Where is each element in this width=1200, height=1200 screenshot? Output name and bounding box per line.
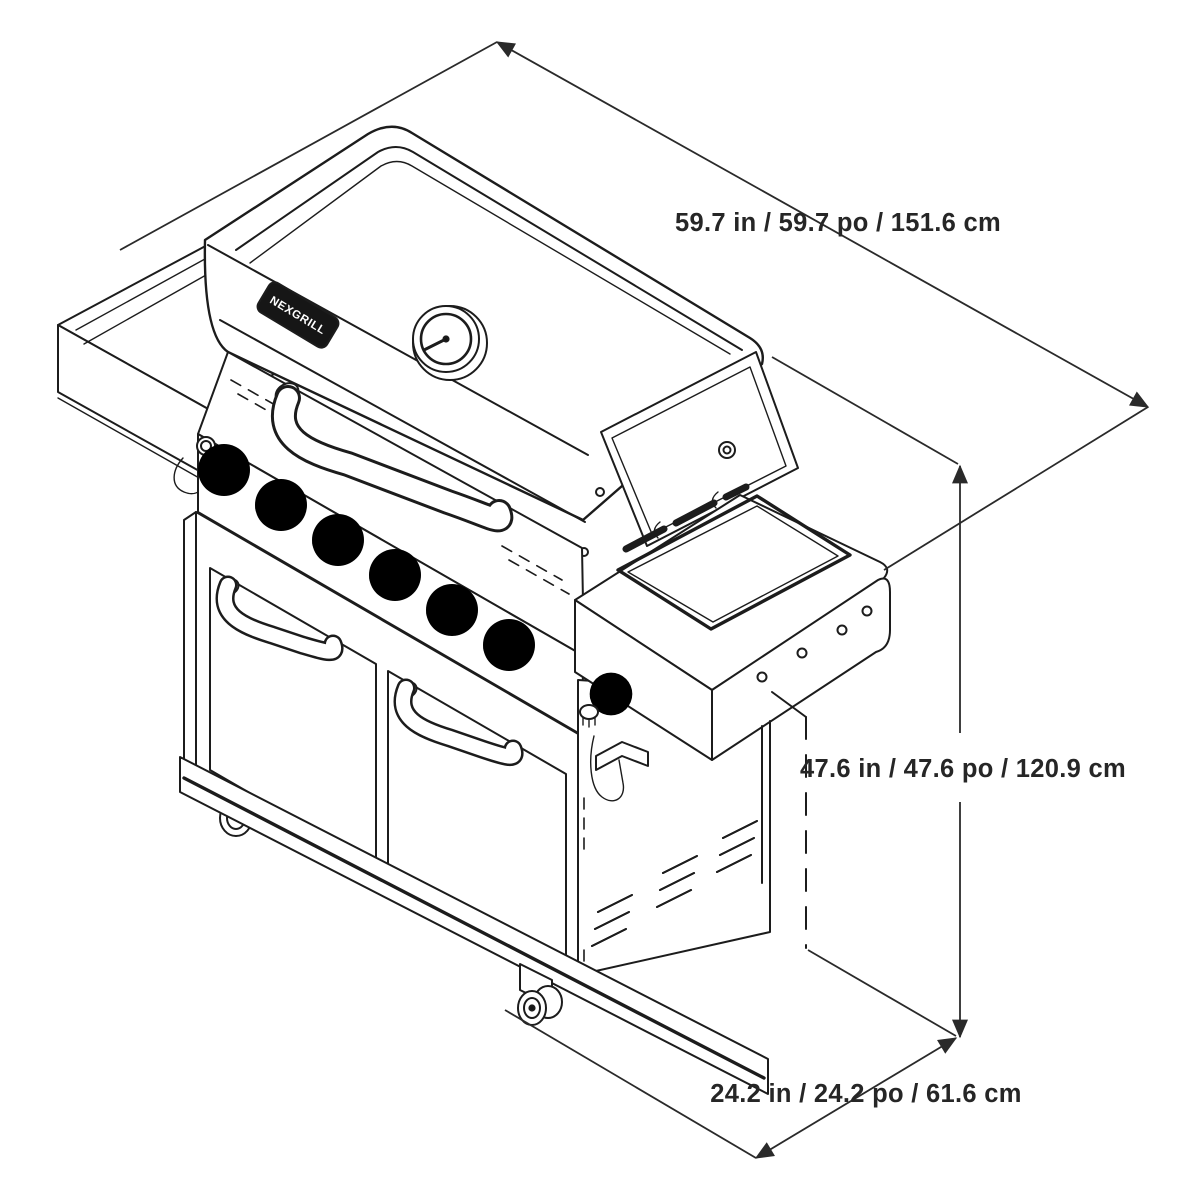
shelf-bolt — [836, 624, 848, 636]
door-handle-left — [215, 575, 344, 662]
width-dimension: 59.7 in / 59.7 po / 151.6 cm — [119, 41, 1150, 571]
vent-louvers — [591, 820, 758, 947]
depth-dimension-label: 24.2 in / 24.2 po / 61.6 cm — [710, 1080, 1021, 1108]
hood-bolt — [595, 487, 605, 497]
shelf-bolt — [861, 605, 873, 617]
lid-handle — [270, 382, 514, 533]
regulator-bracket — [595, 741, 649, 771]
thermometer-gauge — [412, 305, 488, 381]
cart-cabinet — [183, 511, 581, 991]
height-dimension-label: 47.6 in / 47.6 po / 120.9 cm — [800, 755, 1126, 783]
hidden-extent-edge — [771, 691, 807, 949]
height-dimension: 47.6 in / 47.6 po / 120.9 cm — [771, 356, 1126, 1039]
igniter-button — [200, 440, 212, 452]
side-burner-shelf — [574, 483, 891, 884]
caster-front — [517, 963, 563, 1026]
side-burner-griddle — [616, 494, 852, 631]
firebox — [197, 351, 585, 657]
depth-dimension: 24.2 in / 24.2 po / 61.6 cm — [504, 1009, 1021, 1159]
shelf-bolt — [796, 647, 808, 659]
door-handle-right — [393, 678, 524, 766]
side-burner-knob — [579, 672, 633, 802]
width-dimension-label: 59.7 in / 59.7 po / 151.6 cm — [675, 209, 1001, 237]
shelf-bolt — [756, 671, 768, 683]
burner-bracket — [590, 735, 625, 802]
base-and-casters — [179, 756, 769, 1095]
